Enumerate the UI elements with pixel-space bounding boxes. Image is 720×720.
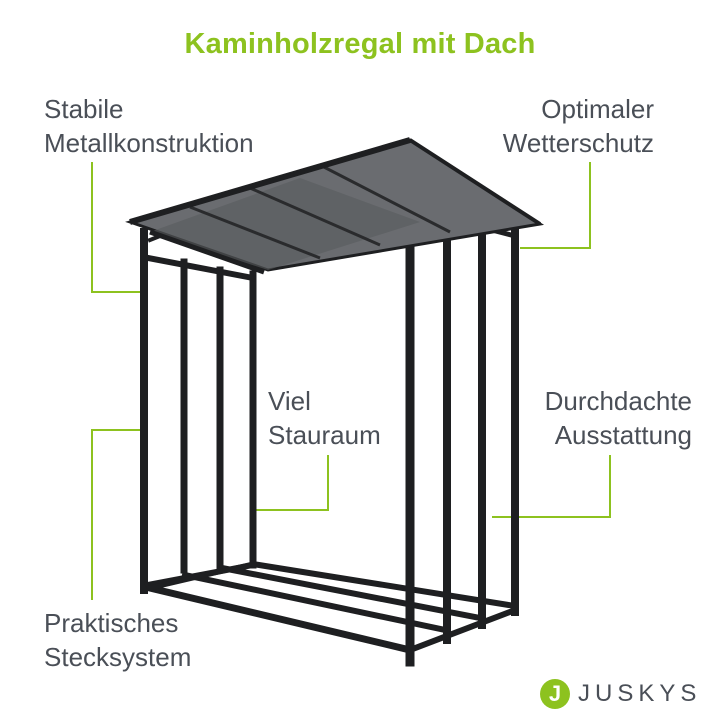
feature-durchdachte-ausstattung: Durchdachte Ausstattung bbox=[544, 386, 692, 450]
roof-front-edge bbox=[129, 137, 411, 225]
roof-underside bbox=[150, 178, 420, 270]
feature-praktisches-stecksystem: Praktisches Stecksystem bbox=[44, 608, 192, 672]
feature-optimaler-wetterschutz: Optimaler Wetterschutz bbox=[502, 94, 654, 158]
callout-lines bbox=[91, 162, 611, 600]
callout-line-stabile bbox=[91, 162, 143, 293]
callout-line-stauraum bbox=[256, 455, 329, 511]
roof-ribs bbox=[189, 163, 451, 260]
brand-logo: J JUSKYS bbox=[540, 676, 701, 712]
page-title: Kaminholzregal mit Dach bbox=[184, 28, 536, 60]
brand-name: JUSKYS bbox=[578, 680, 702, 707]
callout-line-wetterschutz bbox=[520, 162, 591, 249]
feature-stabile-metallkonstruktion: Stabile Metallkonstruktion bbox=[44, 94, 254, 158]
callout-line-ausstattung bbox=[492, 455, 611, 518]
callout-line-stecksystem bbox=[91, 429, 143, 600]
feature-viel-stauraum: Viel Stauraum bbox=[268, 386, 381, 450]
rack-frame bbox=[140, 155, 519, 667]
roof-side-edge bbox=[408, 138, 542, 226]
brand-mark-icon: J bbox=[540, 679, 570, 709]
